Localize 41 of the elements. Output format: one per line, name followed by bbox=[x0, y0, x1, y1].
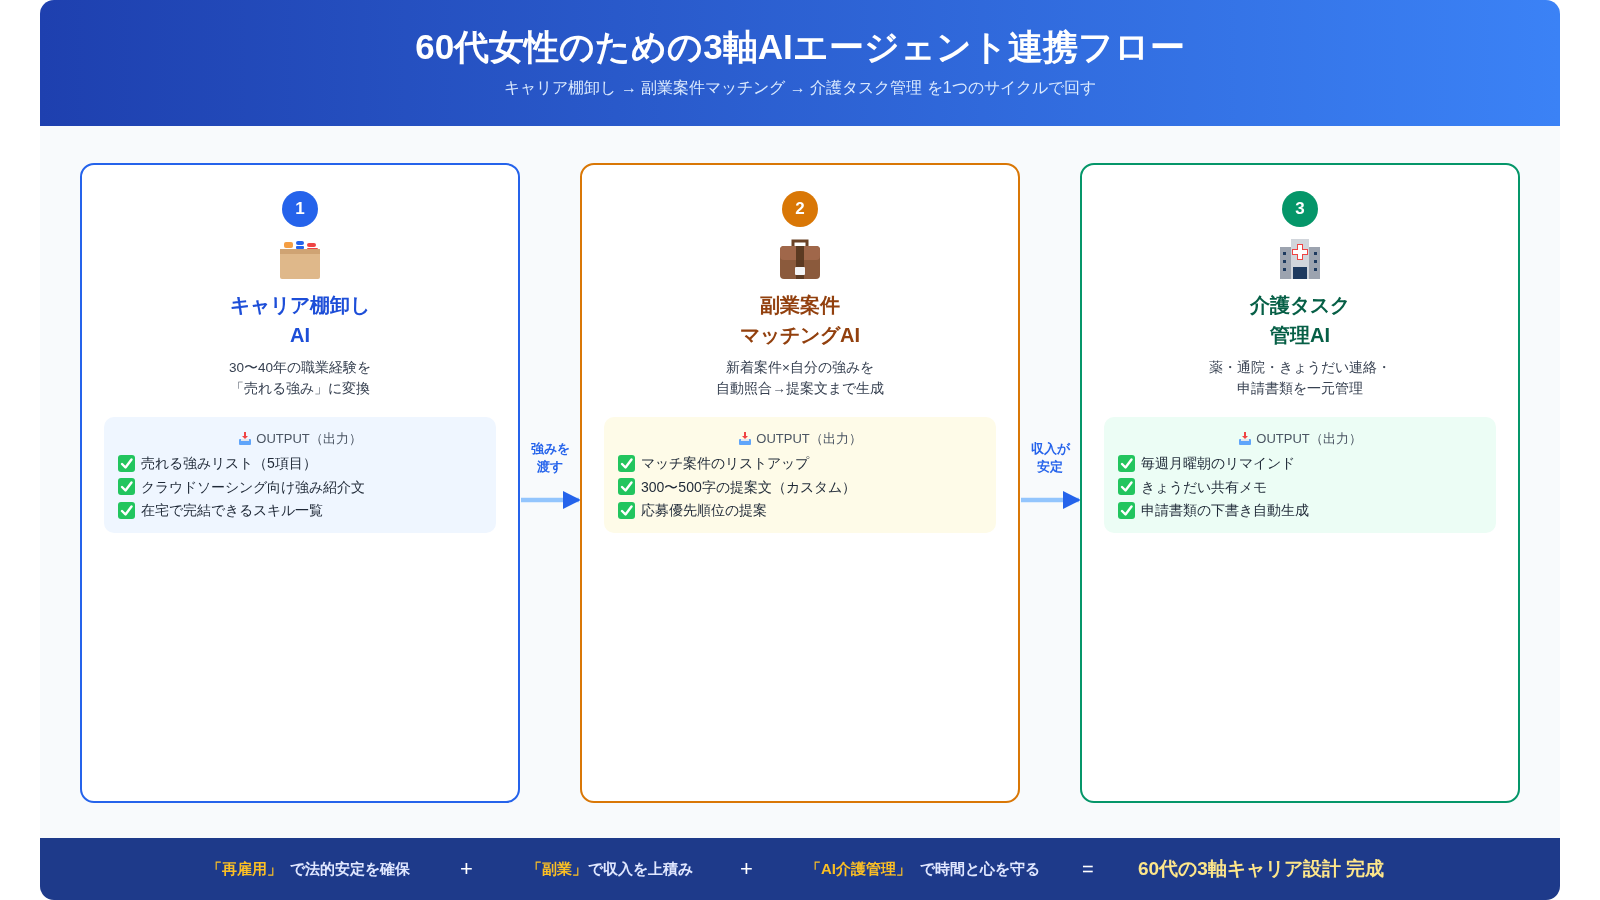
step-number: 2 bbox=[782, 191, 818, 227]
step-card bbox=[580, 163, 1020, 803]
output-heading: OUTPUT（出力） bbox=[756, 431, 862, 446]
list-item: きょうだい共有メモ bbox=[1141, 477, 1267, 497]
output-panel bbox=[104, 417, 496, 533]
list-item: 300〜500字の提案文（カスタム） bbox=[641, 477, 856, 497]
card-title: 副業案件マッチングAI bbox=[739, 293, 861, 348]
highlight-text: 「再雇用」 bbox=[207, 859, 282, 879]
operator: + bbox=[460, 854, 473, 883]
footer-text: で収入を上積み bbox=[588, 859, 693, 879]
highlight-text: 「副業」 bbox=[527, 859, 587, 879]
step-card bbox=[80, 163, 520, 803]
step-card bbox=[1080, 163, 1520, 803]
output-heading: OUTPUT（出力） bbox=[256, 431, 362, 446]
card-description: 薬・通院・きょうだい連絡・申請書類を一元管理 bbox=[1208, 359, 1392, 398]
card-description: 30〜40年の職業経験を「売れる強み」に変換 bbox=[227, 359, 372, 398]
footer-text: で法的安定を確保 bbox=[290, 859, 410, 879]
highlight-text: 「AI介護管理」 bbox=[806, 859, 911, 879]
subtitle: キャリア棚卸し → 副業案件マッチング → 介護タスク管理 を1つのサイクルで回す bbox=[503, 78, 1097, 98]
arrow bbox=[1021, 491, 1081, 509]
operator: = bbox=[1082, 857, 1094, 882]
list-item: 応募優先順位の提案 bbox=[641, 501, 767, 520]
card-description: 新着案件×自分の強みを自動照合→提案文まで生成 bbox=[715, 359, 885, 398]
output-panel bbox=[1104, 417, 1496, 533]
arrow bbox=[521, 491, 581, 509]
operator: + bbox=[740, 854, 753, 883]
list-item: 売れる強みリスト（5項目） bbox=[141, 454, 317, 473]
list-item: クラウドソーシング向け強み紹介文 bbox=[141, 477, 365, 497]
card-title: 介護タスク管理AI bbox=[1249, 293, 1351, 348]
step-number: 3 bbox=[1282, 191, 1318, 227]
title: 60代女性のための3軸AIエージェント連携フロー bbox=[414, 26, 1186, 68]
list-item: マッチ案件のリストアップ bbox=[641, 454, 809, 473]
result-text: 60代の3軸キャリア設計 完成 bbox=[1138, 856, 1384, 881]
card-title: キャリア棚卸しAI bbox=[229, 293, 371, 348]
list-item: 在宅で完結できるスキル一覧 bbox=[141, 501, 323, 520]
footer-text: で時間と心を守る bbox=[920, 859, 1040, 879]
output-heading: OUTPUT（出力） bbox=[1256, 431, 1362, 446]
list-item: 毎週月曜朝のリマインド bbox=[1141, 454, 1295, 473]
list-item: 申請書類の下書き自動生成 bbox=[1141, 501, 1309, 520]
step-number: 1 bbox=[282, 191, 318, 227]
output-panel bbox=[604, 417, 996, 533]
